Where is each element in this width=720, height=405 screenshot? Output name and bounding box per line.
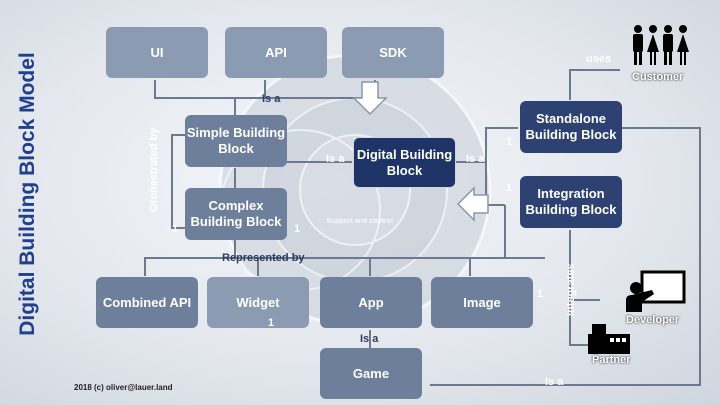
sdk-box[interactable]: SDK xyxy=(342,27,444,78)
developer-icon xyxy=(626,270,686,312)
integrates-label: integrates xyxy=(565,263,577,316)
represented-by-label: Represented by xyxy=(222,252,305,264)
customer-icon xyxy=(633,25,689,65)
support-and-control-label: Support and control xyxy=(326,218,393,225)
api-box[interactable]: API xyxy=(225,27,327,78)
integration-building-block-box[interactable]: Integration Building Block xyxy=(520,176,622,228)
app-box[interactable]: App xyxy=(320,277,422,328)
page-title: Digital Building Block Model xyxy=(16,52,39,336)
uses-label: uses xyxy=(586,53,612,65)
partner-label: Partner xyxy=(592,354,631,366)
multiplicity-integration: 1 xyxy=(506,182,513,194)
complex-building-block-box[interactable]: Complex Building Block xyxy=(185,188,287,240)
image-box[interactable]: Image xyxy=(431,277,533,328)
customer-label: Customer xyxy=(632,71,684,83)
is-a-label-left: Is a xyxy=(326,153,345,165)
orchestrated-by-label: Orchestrated by xyxy=(148,127,160,212)
game-box[interactable]: Game xyxy=(320,348,422,399)
multiplicity-standalone: 1 xyxy=(506,136,513,148)
developer-label: Developer xyxy=(626,314,680,326)
widget-box[interactable]: Widget xyxy=(207,277,309,328)
hollow-arrows xyxy=(352,81,489,222)
copyright: 2018 (c) oliver@lauer.land xyxy=(74,383,173,392)
partner-icon xyxy=(588,324,630,354)
is-a-label-top: Is a xyxy=(262,93,281,105)
multiplicity-orchestrated: 1 xyxy=(172,223,179,235)
is-a-label-right: Is a xyxy=(466,153,485,165)
multiplicity-widget: 1 xyxy=(268,317,275,329)
is-a-label-app: Is a xyxy=(360,333,379,345)
multiplicity-complex: 1 xyxy=(294,223,301,235)
standalone-building-block-box[interactable]: Standalone Building Block xyxy=(520,101,622,153)
multiplicity-image: 1 xyxy=(537,288,544,300)
ui-box[interactable]: UI xyxy=(106,27,208,78)
digital-building-block-box[interactable]: Digital Building Block xyxy=(353,137,456,188)
is-a-label-bottom: Is a xyxy=(545,376,564,388)
simple-building-block-box[interactable]: Simple Building Block xyxy=(185,115,287,167)
combined-api-box[interactable]: Combined API xyxy=(96,277,198,328)
